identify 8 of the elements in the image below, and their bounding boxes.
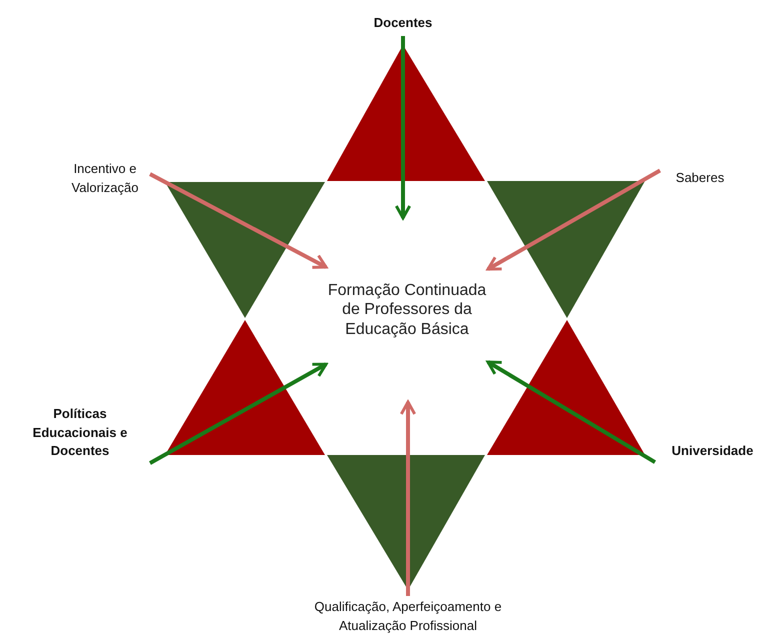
node-label: Universidade xyxy=(672,442,754,460)
node-label: Saberes xyxy=(676,168,724,187)
node-label: Incentivo e Valorização xyxy=(70,160,140,197)
center-title: Formação Continuada de Professores da Educação Básica xyxy=(326,281,488,339)
node-label: Docentes xyxy=(374,14,432,32)
node-label: Qualificação, Aperfeiçoamento e Atualização Profissional xyxy=(313,598,503,635)
arrow xyxy=(486,168,661,271)
node-label: Políticas Educacionais e Docentes xyxy=(32,404,128,460)
